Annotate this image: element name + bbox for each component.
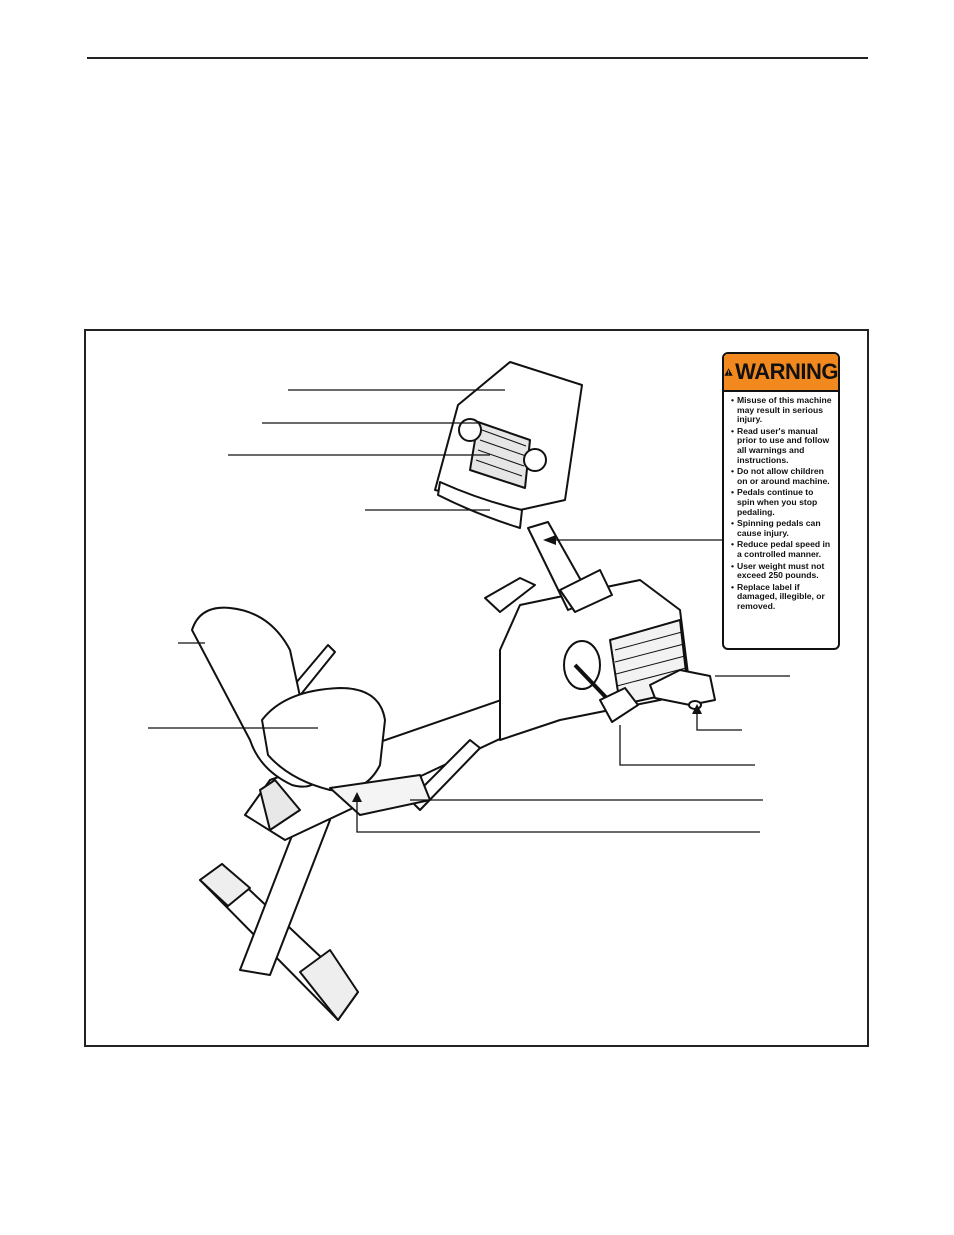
exclamation-triangle-icon (724, 368, 733, 376)
warning-item: Reduce pedal speed in a controlled manne… (731, 539, 832, 559)
warning-item: User weight must not exceed 250 pounds. (731, 561, 832, 581)
right-pedal (599, 687, 639, 723)
warning-item: Do not allow children on or around machi… (731, 466, 832, 486)
warning-list: Misuse of this machine may result in ser… (724, 392, 838, 611)
figure-frame (84, 329, 869, 1047)
left-pedal (484, 577, 536, 613)
warning-item: Misuse of this machine may result in ser… (731, 395, 832, 425)
crank-hub (563, 640, 601, 690)
warning-item: Spinning pedals can cause injury. (731, 518, 832, 538)
warning-item: Replace label if damaged, illegible, or … (731, 582, 832, 612)
seat-post-frame (239, 814, 331, 976)
warning-arrow (543, 535, 556, 545)
warning-item: Read user's manual prior to use and foll… (731, 426, 832, 465)
warning-header: WARNING (724, 354, 838, 392)
header-rule (87, 57, 868, 59)
warning-item: Pedals continue to spin when you stop pe… (731, 488, 832, 517)
warning-label: WARNING Misuse of this machine may resul… (722, 352, 840, 650)
warning-title: WARNING (735, 359, 838, 384)
front-stabilizer (649, 669, 716, 706)
seat (261, 687, 386, 792)
